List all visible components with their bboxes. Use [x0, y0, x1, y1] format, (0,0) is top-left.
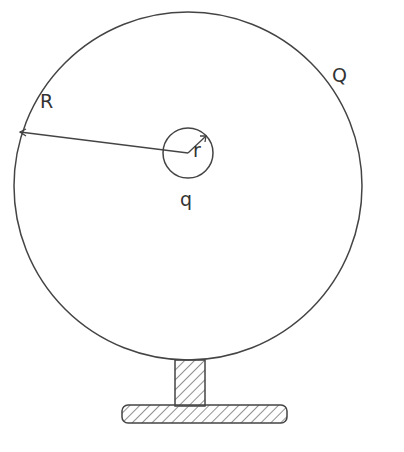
stand-base [122, 405, 287, 423]
arrowhead [20, 129, 26, 136]
arrowhead [200, 136, 206, 142]
radius-label: R [40, 92, 53, 111]
charge-label: q [180, 190, 192, 209]
radius-label: r [193, 141, 201, 160]
inner-sphere [163, 128, 213, 178]
radius-line-R [20, 132, 188, 153]
outer-sphere [14, 12, 362, 360]
stand-stem [175, 360, 205, 406]
charge-label: Q [332, 66, 347, 85]
